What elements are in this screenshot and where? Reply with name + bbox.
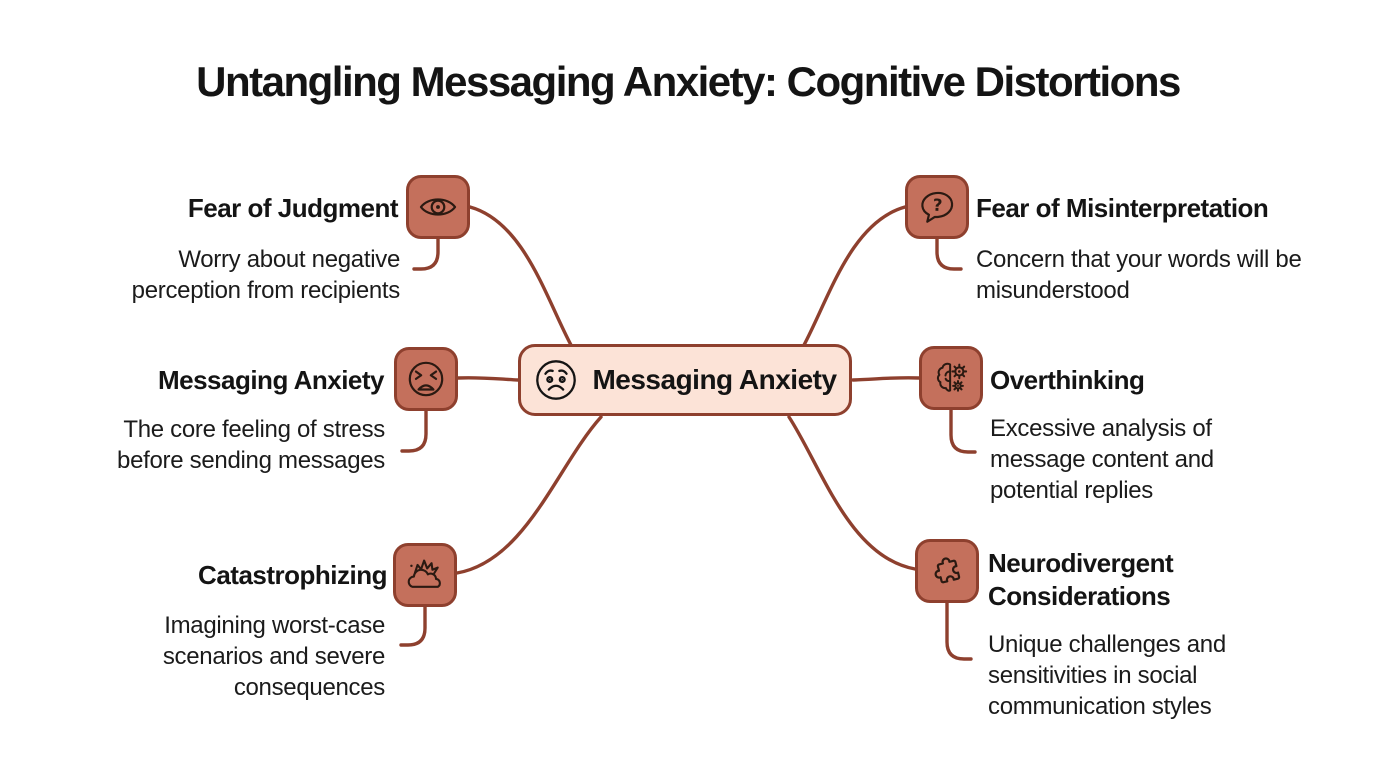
center-label: Messaging Anxiety xyxy=(592,364,837,395)
tile-fear-of-misinterpretation: ? xyxy=(905,175,969,239)
question-bubble-icon: ? xyxy=(921,191,954,223)
branch-title-messaging-anxiety: Messaging Anxiety xyxy=(157,365,385,395)
hook-messaging-anxiety xyxy=(400,408,428,453)
hook-neurodivergent xyxy=(945,600,973,661)
hook-catastrophizing xyxy=(399,604,427,647)
question-mark-glyph: ? xyxy=(933,196,943,215)
tile-overthinking xyxy=(919,346,983,410)
tile-fear-of-judgment xyxy=(406,175,470,239)
tile-neurodivergent xyxy=(915,539,979,603)
hook-fear-of-misinterpretation xyxy=(935,236,963,271)
branch-title-catastrophizing: Catastrophizing xyxy=(198,560,387,590)
connector-overthinking xyxy=(851,376,921,382)
branch-title-fear-of-misinterpretation: Fear of Misinterpretation xyxy=(976,193,1269,223)
connector-fear-of-judgment xyxy=(468,205,573,347)
branch-desc-overthinking: Excessive analysis of message content an… xyxy=(990,415,1214,504)
connector-fear-of-misinterpretation xyxy=(802,205,907,347)
eye-icon xyxy=(419,198,457,216)
brain-gears-icon xyxy=(936,362,968,392)
branch-title-fear-of-judgment: Fear of Judgment xyxy=(187,193,399,223)
branch-desc-fear-of-judgment: Worry about negative perception from rec… xyxy=(131,246,401,304)
connector-messaging-anxiety xyxy=(456,376,520,382)
storm-burst-icon xyxy=(407,559,441,588)
branch-desc-catastrophizing: Imagining worst-case scenarios and sever… xyxy=(162,612,385,701)
branch-desc-messaging-anxiety: The core feeling of stress before sendin… xyxy=(117,416,385,474)
connector-catastrophizing xyxy=(455,415,603,575)
branch-desc-neurodivergent: Unique challenges and sensitivities in s… xyxy=(988,631,1226,720)
connector-neurodivergent xyxy=(787,415,917,571)
hook-fear-of-judgment xyxy=(412,236,440,271)
tile-messaging-anxiety xyxy=(394,347,458,411)
page-title: Untangling Messaging Anxiety: Cognitive … xyxy=(196,58,1181,105)
branch-desc-fear-of-misinterpretation: Concern that your words will be misunder… xyxy=(976,246,1302,304)
hook-overthinking xyxy=(949,407,977,454)
center-node: Messaging Anxiety xyxy=(518,344,852,416)
puzzle-piece-icon xyxy=(934,557,961,584)
worried-face-icon xyxy=(536,360,577,400)
branch-title-overthinking: Overthinking xyxy=(990,365,1145,395)
branch-title-neurodivergent: Neurodivergent Considerations xyxy=(988,548,1174,611)
tile-catastrophizing xyxy=(393,543,457,607)
anguished-face-icon xyxy=(408,361,444,397)
